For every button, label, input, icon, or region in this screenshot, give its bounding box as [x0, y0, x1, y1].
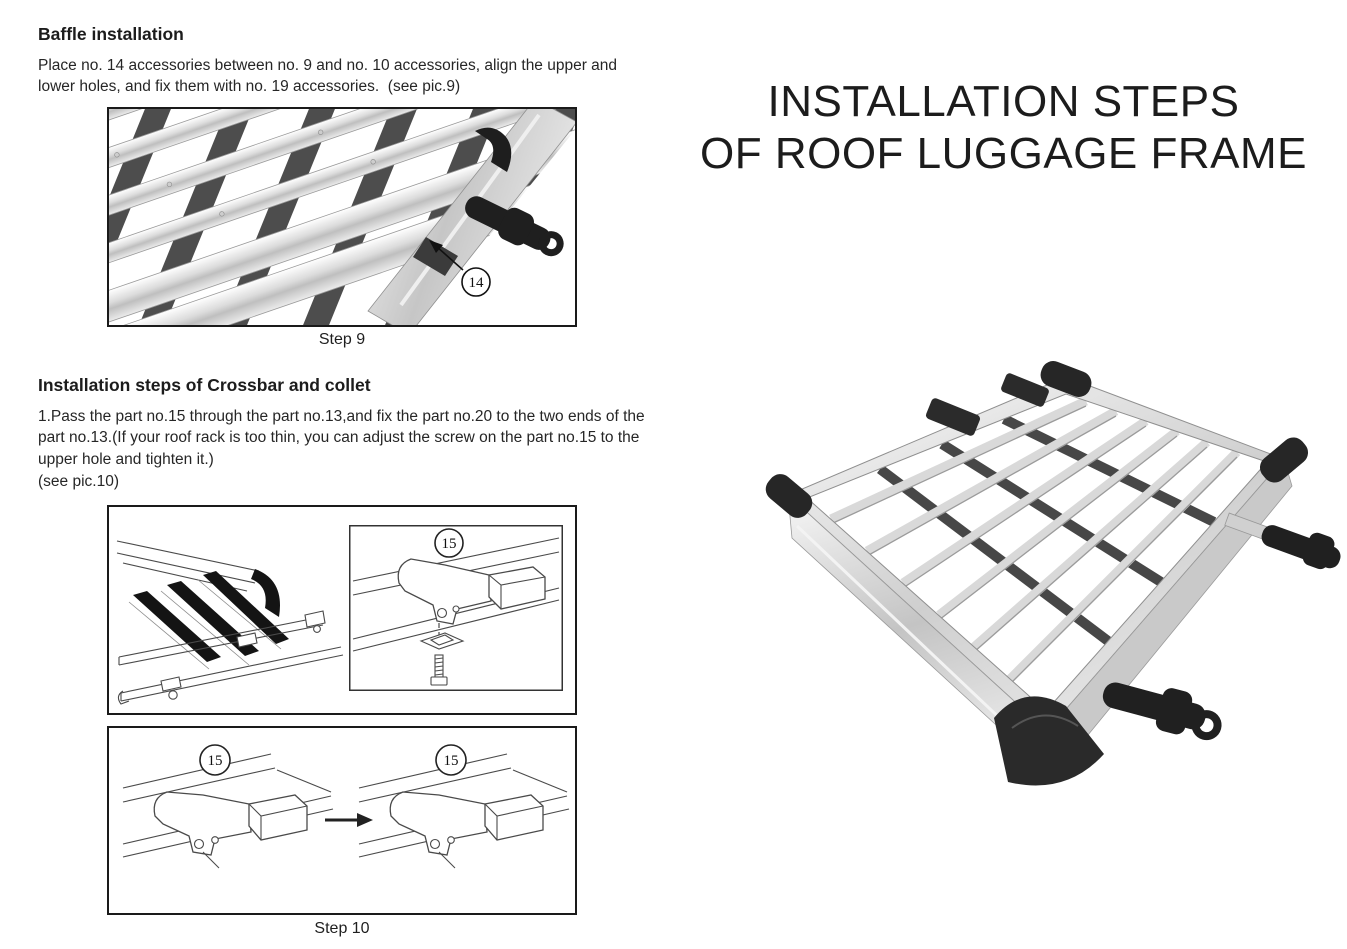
page-title-line1: INSTALLATION STEPS [767, 77, 1240, 126]
rack-corner-sketch [116, 540, 344, 705]
baffle-paragraph: Place no. 14 accessories between no. 9 a… [38, 57, 622, 96]
roof-luggage-frame-render [765, 361, 1341, 786]
page-title-line2: OF ROOF LUGGAGE FRAME [700, 128, 1307, 178]
crossbar-paragraph: 1.Pass the part no.15 through the part n… [38, 408, 649, 468]
section-baffle-installation: Baffle installation [38, 24, 184, 45]
part-14-callout: 14 [429, 240, 491, 297]
background-white-area [417, 130, 575, 325]
clamp-after-sketch [358, 744, 570, 869]
svg-text:14: 14 [469, 275, 485, 291]
mount-clamp-lower [1102, 682, 1222, 741]
part-15-callout-right: 15 [444, 753, 459, 769]
product-image [762, 326, 1347, 801]
part-15-callout-left: 15 [208, 753, 223, 769]
baffle-heading: Baffle installation [38, 24, 184, 44]
figure-step9: 14 [107, 107, 577, 327]
step10-caption: Step 10 [314, 920, 370, 937]
clamp-detail-inset: 15 [349, 525, 563, 691]
mount-clamp-upper [1224, 512, 1341, 570]
roof-rack-photo: 14 [109, 109, 575, 325]
section-crossbar-collet: Installation steps of Crossbar and colle… [38, 375, 371, 396]
figure-step10-bottom: 15 15 [107, 726, 577, 915]
baffle-part-gap [413, 237, 458, 276]
clamp-before-after-sketch: 15 15 [122, 744, 570, 869]
rim-brackets [925, 373, 1049, 436]
crossbar-overview-sketch: 15 [116, 525, 563, 705]
svg-text:15: 15 [442, 536, 457, 552]
corner-connector [475, 127, 512, 172]
part-15-callout: 15 [434, 528, 464, 558]
mount-clamp [465, 196, 564, 257]
corner-caps [765, 361, 1309, 786]
step9-caption: Step 9 [318, 331, 366, 348]
page-title: INSTALLATION STEPS OF ROOF LUGGAGE FRAME [660, 76, 1347, 180]
clamp-before-sketch [122, 744, 334, 869]
figure-step10-top: 15 [107, 505, 577, 715]
crossbar-heading: Installation steps of Crossbar and colle… [38, 375, 371, 395]
arrow-right-icon [325, 813, 373, 827]
see-pic-note: (see pic.10) [38, 473, 119, 490]
floor-rails [829, 396, 1241, 685]
